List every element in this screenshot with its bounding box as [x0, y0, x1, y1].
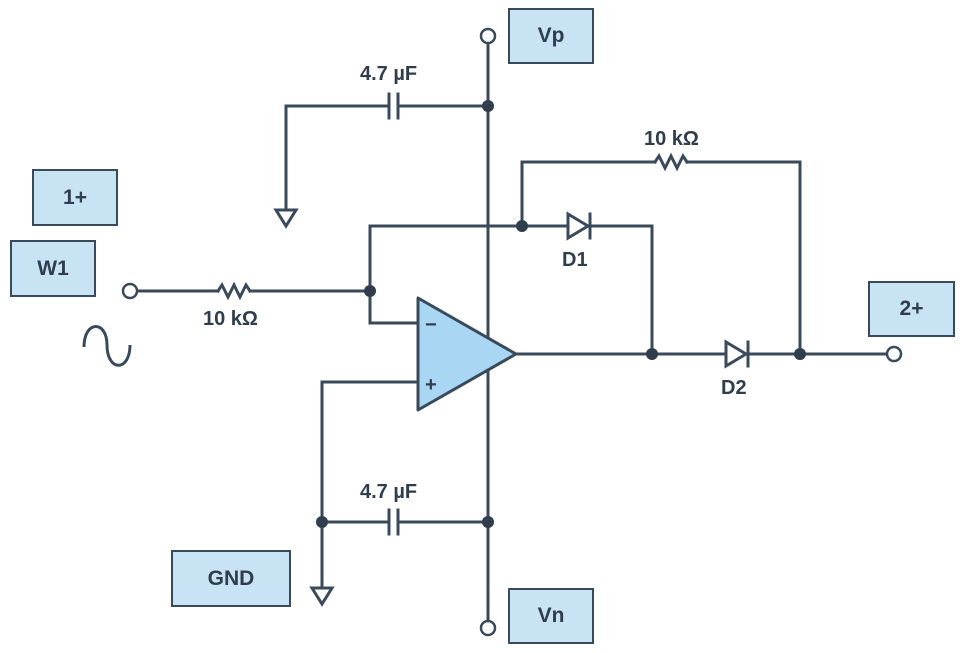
gnd-label-box: GND	[171, 550, 291, 607]
top-cap-label: 4.7 µF	[360, 63, 417, 85]
sine-wave-icon	[82, 325, 132, 367]
junction-dot-output	[794, 348, 806, 360]
opamp-plus-label: +	[425, 374, 437, 396]
d2-diode-icon	[724, 339, 749, 369]
junction-dot-bottom-cap	[482, 516, 494, 528]
feedback-resistor-label: 10 kΩ	[644, 128, 699, 150]
d1-diode-icon	[566, 211, 591, 241]
vp-label-box: Vp	[508, 8, 594, 64]
input-resistor-label: 10 kΩ	[203, 308, 258, 330]
top-cap-ground-wire	[284, 104, 391, 212]
output-terminal	[885, 345, 903, 363]
vn-label-box: Vn	[508, 588, 594, 644]
input-terminal	[121, 282, 139, 300]
output-plus-label-box: 2+	[868, 281, 955, 337]
opamp-icon	[416, 296, 518, 412]
top-ground-icon	[273, 208, 299, 229]
junction-dot-input	[364, 285, 376, 297]
vp-terminal	[479, 27, 497, 45]
inverting-input-wire	[368, 224, 420, 325]
d2-label: D2	[721, 377, 747, 399]
w1-label-box: W1	[10, 240, 96, 297]
fb-wire-right	[685, 160, 802, 356]
opamp-minus-label: −	[425, 314, 437, 336]
d1-label: D1	[562, 249, 588, 271]
junction-dot-feedback	[516, 220, 528, 232]
d1-wire-right	[588, 224, 654, 356]
input-plus-label-box: 1+	[32, 169, 118, 226]
junction-dot-top-cap	[482, 100, 494, 112]
junction-dot-gnd	[316, 516, 328, 528]
bottom-cap-label: 4.7 µF	[360, 481, 417, 503]
feedback-resistor-icon	[652, 152, 690, 172]
bottom-ground-icon	[309, 586, 335, 607]
input-resistor-icon	[215, 281, 253, 301]
junction-dot-d1-out	[646, 348, 658, 360]
fb-wire-left	[520, 160, 657, 228]
vn-terminal	[479, 619, 497, 637]
